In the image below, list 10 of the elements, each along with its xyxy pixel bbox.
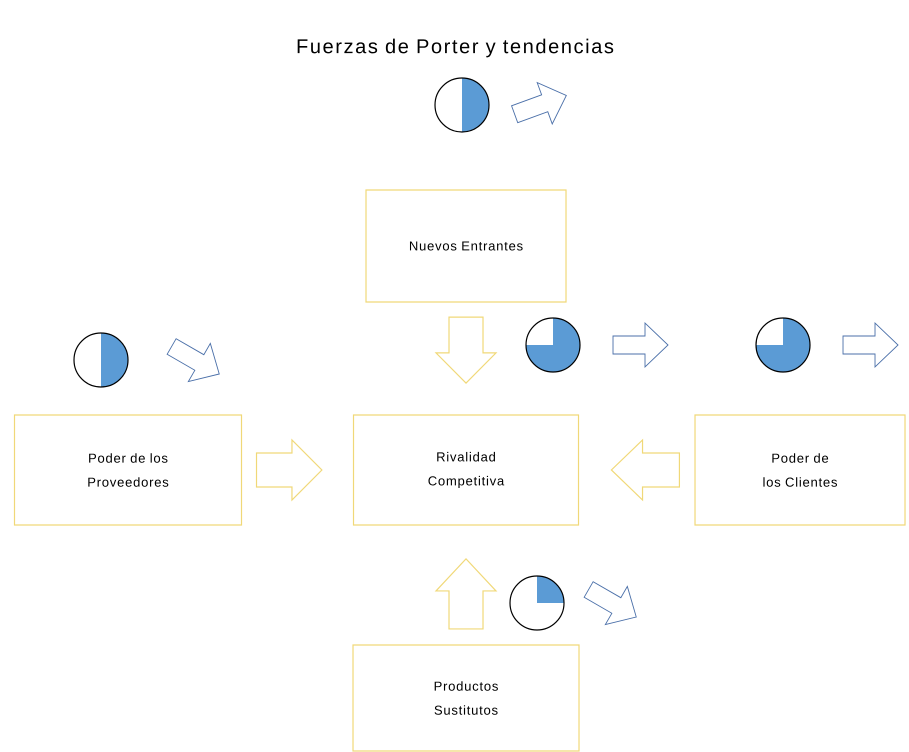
title: Fuerzas de Porter y tendencias xyxy=(298,38,614,58)
force-box: Productos Sustitutos xyxy=(352,644,580,752)
force-box: Nuevos Entrantes xyxy=(365,189,567,303)
block-arrow xyxy=(256,438,323,502)
force-box: Poder de los Clientes xyxy=(694,414,906,526)
block-arrow xyxy=(610,438,680,502)
force-box: Rivalidad Competitiva xyxy=(352,414,580,526)
block-arrow xyxy=(434,316,498,384)
block-arrow xyxy=(434,558,498,630)
force-box: Poder de los Proveedores xyxy=(14,414,242,526)
